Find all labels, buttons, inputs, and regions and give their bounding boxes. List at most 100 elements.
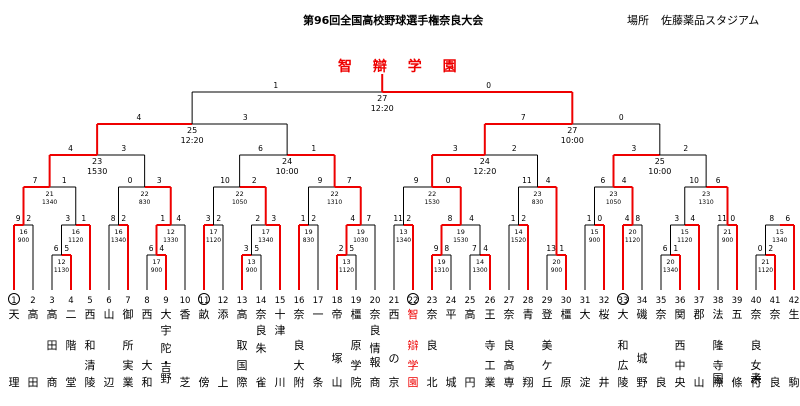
- team-name-char: 田: [28, 376, 39, 389]
- team-name-char: 和: [85, 339, 96, 352]
- team-number: 31: [580, 296, 591, 306]
- team-name-char: 川: [275, 376, 286, 389]
- team-name-char: 大: [618, 307, 629, 321]
- team-name-char: 美: [542, 339, 553, 352]
- team-name-char: 田: [47, 339, 58, 352]
- match-score: 7: [366, 214, 371, 223]
- match-score: 7: [521, 113, 526, 122]
- match-score: 4: [469, 214, 474, 223]
- team-name-char: ・: [161, 356, 172, 369]
- match-time: 900: [18, 237, 30, 244]
- match-date: 20: [666, 258, 674, 266]
- match-score: 7: [472, 244, 477, 253]
- match-time: 1530: [453, 237, 468, 244]
- match-score: 8: [448, 214, 453, 223]
- team-name-char: 奈: [256, 307, 267, 321]
- team-number: 2: [30, 296, 35, 306]
- team-name-char: 一: [313, 308, 324, 321]
- match-time: 900: [246, 267, 258, 274]
- team-name-char: 高: [465, 307, 476, 321]
- match-date: 23: [92, 157, 102, 166]
- team-name-char: 御: [123, 307, 134, 321]
- match-date: 21: [761, 258, 769, 266]
- match-date: 14: [514, 228, 522, 236]
- team-number: 5: [87, 296, 92, 306]
- team-name-char: 高: [237, 307, 248, 321]
- match-date: 20: [552, 258, 560, 266]
- team-number: 35: [656, 296, 667, 306]
- match-score: 4: [68, 144, 73, 153]
- match-score: 9: [414, 176, 419, 185]
- match-score: 0: [446, 176, 451, 185]
- team-name-char: 付: [751, 376, 762, 389]
- match-time: 900: [722, 237, 734, 244]
- team-name-char: 奈: [370, 307, 381, 321]
- match-date: 22: [428, 190, 436, 198]
- team-name-char: 西: [85, 308, 96, 321]
- match-score: 2: [121, 214, 126, 223]
- match-score: 2: [768, 244, 773, 253]
- team-name-char: 業: [485, 376, 496, 389]
- team-number: 8: [144, 296, 149, 306]
- team-number: 36: [675, 296, 686, 306]
- match-score: 6: [149, 244, 154, 253]
- team-number: 24: [446, 296, 457, 306]
- match-score: 7: [33, 176, 38, 185]
- match-time: 1340: [258, 237, 273, 244]
- team-number: 4: [68, 296, 73, 306]
- team-name-char: 塚: [332, 352, 343, 365]
- match-date: 12: [167, 228, 175, 236]
- team-name-char: 王: [485, 308, 496, 321]
- match-score: 1: [81, 214, 86, 223]
- match-time: 12:20: [473, 167, 496, 176]
- match-time: 10:00: [561, 136, 584, 145]
- match-time: 900: [589, 237, 601, 244]
- match-date: 16: [72, 228, 80, 236]
- match-score: 2: [521, 214, 526, 223]
- team-name-char: 和: [142, 376, 153, 389]
- match-time: 1120: [339, 267, 354, 274]
- match-time: 12:20: [181, 136, 204, 145]
- team-name-char: 奈: [294, 307, 305, 321]
- match-score: 10: [220, 176, 230, 185]
- match-score: 6: [600, 176, 605, 185]
- team-name-char: 和: [618, 339, 629, 352]
- team-name-char: 青: [523, 308, 534, 321]
- match-score: 0: [486, 81, 491, 90]
- match-date: 13: [342, 258, 350, 266]
- match-time: 1340: [42, 199, 57, 206]
- team-name-char: 宇: [161, 324, 172, 337]
- venue-label: 場所: [627, 14, 649, 27]
- match-score: 2: [512, 144, 517, 153]
- team-number: 20: [370, 296, 381, 306]
- team-number: 39: [732, 296, 743, 306]
- match-score: 0: [730, 214, 735, 223]
- match-score: 6: [663, 244, 668, 253]
- match-date: 15: [681, 228, 689, 236]
- seed-circle-marker: [198, 293, 210, 305]
- team-name-char: 芝: [180, 376, 191, 389]
- team-name-char: 橿: [561, 308, 572, 321]
- team-number: 10: [180, 296, 191, 306]
- team-name-char: 丘: [542, 376, 553, 389]
- match-date: 21: [45, 190, 53, 198]
- team-name-char: 院: [351, 375, 362, 389]
- match-date: 22: [140, 190, 148, 198]
- team-name-char: 二: [66, 308, 77, 321]
- match-score: 9: [318, 176, 323, 185]
- match-score: 2: [26, 214, 31, 223]
- team-name-char: 雀: [256, 376, 267, 389]
- team-name-char: 業: [123, 376, 134, 389]
- team-name-char: 良: [656, 375, 667, 389]
- match-time: 1310: [327, 199, 342, 206]
- team-number: 37: [694, 296, 705, 306]
- match-score: 1: [673, 244, 678, 253]
- team-name-char: 奈: [770, 307, 781, 321]
- team-name-char: 理: [9, 376, 20, 389]
- team-name-char: 桜: [599, 307, 610, 321]
- match-score: 3: [243, 113, 248, 122]
- team-name-char: 際: [237, 376, 248, 389]
- match-time: 1120: [206, 237, 221, 244]
- venue-name: 佐藤薬品スタジアム: [661, 14, 760, 27]
